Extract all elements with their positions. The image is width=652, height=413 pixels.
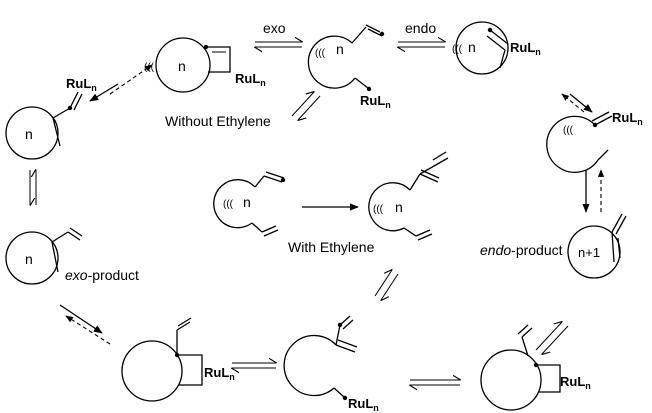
exo-product: n exo-product xyxy=(5,227,139,285)
catalyst-metal: RuL xyxy=(360,93,385,108)
equilibrium-right-bottom-a xyxy=(535,322,562,351)
svg-text:RuLn: RuLn xyxy=(204,365,235,382)
catalyst-metal: RuL xyxy=(612,110,637,125)
catalyst-metal: RuL xyxy=(204,365,229,380)
ring-size-label: n xyxy=(178,58,186,74)
catalyst-subscript: n xyxy=(260,78,266,88)
catalyst-subscript: n xyxy=(229,372,235,382)
equilibrium-center-bottom-b xyxy=(381,273,399,300)
open-carbene-top-middle: n ((( RuLn xyxy=(307,24,391,110)
dashed-arrow-to-top-right xyxy=(561,93,585,113)
with-ethylene-label: With Ethylene xyxy=(288,239,375,255)
without-ethylene-label: Without Ethylene xyxy=(165,113,271,129)
svg-text:exo-product: exo-product xyxy=(65,267,139,283)
tether-marks: ((( xyxy=(315,48,326,59)
ring-size-label: n xyxy=(395,199,403,215)
catalyst-metal: RuL xyxy=(66,76,91,91)
open-carbene-bottom: RuLn xyxy=(283,315,379,413)
center-carbene: n ((( xyxy=(213,171,286,237)
ring-size-label: n xyxy=(336,41,344,57)
tether-marks: ((( xyxy=(223,199,234,210)
arrow-to-right-alkylidene xyxy=(569,93,593,113)
svg-text:RuLn: RuLn xyxy=(66,76,97,93)
dashed-arrow-to-exo-product xyxy=(65,315,111,345)
svg-text:endo-product: endo-product xyxy=(480,242,563,258)
endo-product-prefix: endo xyxy=(480,242,511,258)
svg-text:RuLn: RuLn xyxy=(235,71,266,88)
equilibrium-without-ethylene-a xyxy=(291,92,314,117)
metallacycle-top-right: n ((( RuLn xyxy=(452,21,541,75)
exo-product-suffix: -product xyxy=(88,267,139,283)
endo-product-suffix: -product xyxy=(511,242,562,258)
ring-size-label: n xyxy=(25,126,33,142)
svg-text:RuLn: RuLn xyxy=(510,40,541,57)
catalyst-metal: RuL xyxy=(510,40,535,55)
ring-size-label-n-plus-1: n+1 xyxy=(578,245,600,260)
tether-marks: ((( xyxy=(563,125,574,136)
equilibrium-exo: exo xyxy=(255,20,302,47)
svg-text:RuLn: RuLn xyxy=(560,374,591,391)
svg-text:RuLn: RuLn xyxy=(348,396,379,413)
dashed-arrow-to-top-left xyxy=(109,64,153,95)
center-right-diene: n ((( xyxy=(368,151,449,241)
svg-text:RuLn: RuLn xyxy=(360,93,391,110)
endo-label: endo xyxy=(405,20,436,36)
ru-alkylidene-left: n RuLn xyxy=(5,76,97,160)
tether-marks: ((( xyxy=(452,44,463,55)
catalyst-metal: RuL xyxy=(348,396,373,411)
catalyst-subscript: n xyxy=(91,83,97,93)
exo-product-prefix: exo xyxy=(65,267,88,283)
equilibrium-without-ethylene-b xyxy=(298,95,321,120)
arrow-to-left-alkylidene xyxy=(89,83,119,102)
equilibrium-right-bottom-b xyxy=(542,325,569,354)
metallacyclobutane-top-left: n ((( RuLn xyxy=(144,37,266,93)
exo-label: exo xyxy=(263,20,286,36)
equilibrium-center-bottom-a xyxy=(374,270,392,297)
svg-text:RuLn: RuLn xyxy=(612,110,643,127)
catalyst-subscript: n xyxy=(585,381,591,391)
ring-size-label: n xyxy=(25,251,33,267)
catalyst-subscript: n xyxy=(373,403,379,413)
tether-marks: ((( xyxy=(373,204,384,215)
catalyst-metal: RuL xyxy=(560,374,585,389)
endo-product: n+1 endo-product xyxy=(480,213,627,279)
tether-marks: ((( xyxy=(144,62,155,73)
equilibrium-endo: endo xyxy=(398,20,445,47)
arrow-to-bottom-left xyxy=(59,304,103,334)
catalyst-metal: RuL xyxy=(235,71,260,86)
metallacyclobutane-bottom-left: RuLn xyxy=(121,317,235,402)
ru-alkylidene-right: ((( RuLn xyxy=(546,110,643,173)
ring-size-label: n xyxy=(243,194,251,210)
ring-size-label: n xyxy=(468,39,476,55)
catalyst-subscript: n xyxy=(385,100,391,110)
catalyst-subscript: n xyxy=(535,47,541,57)
metallacyclobutane-bottom-right: RuLn xyxy=(480,324,591,411)
catalyst-subscript: n xyxy=(637,117,643,127)
